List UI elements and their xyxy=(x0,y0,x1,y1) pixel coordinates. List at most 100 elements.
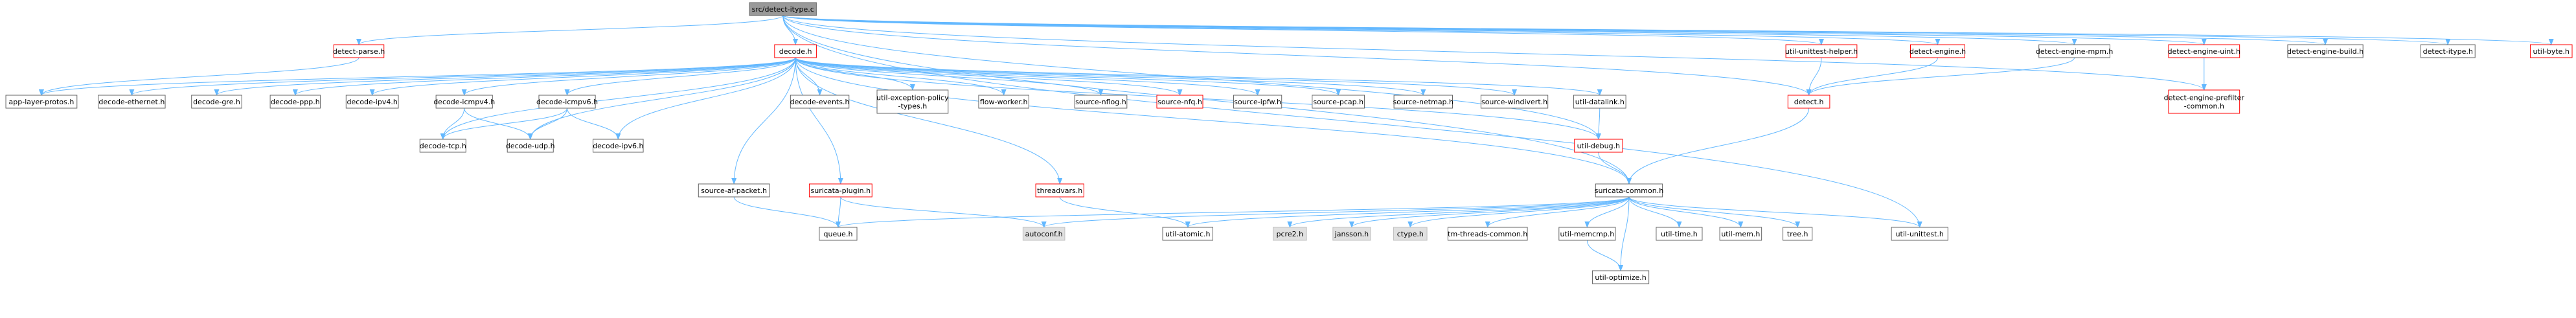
edge-suricata_plugin-to-queue xyxy=(835,196,841,228)
node-suricata-plugin[interactable]: suricata-plugin.h xyxy=(808,183,872,198)
node-label: suricata-plugin.h xyxy=(811,187,871,195)
node-source-windivert[interactable]: source-windivert.h xyxy=(1480,95,1549,109)
node-threadvars[interactable]: threadvars.h xyxy=(1035,183,1084,198)
edge-unittest_helper-to-detect_h xyxy=(1806,57,1822,96)
node-source-nflog[interactable]: source-nflog.h xyxy=(1074,95,1128,109)
node-box xyxy=(269,95,321,109)
edge-decode-to-source_netmap xyxy=(795,57,1426,96)
edge-suricata_common-to-ctype xyxy=(1408,196,1630,228)
node-util-atomic[interactable]: util-atomic.h xyxy=(1162,227,1214,241)
edge-decode-to-suricata_common xyxy=(795,57,1632,185)
node-detect-engine-uint[interactable]: detect-engine-uint.h xyxy=(2168,44,2240,58)
node-box xyxy=(2168,89,2240,114)
edge-util_datalink-to-util_debug xyxy=(1595,108,1601,140)
node-source-ipfw[interactable]: source-ipfw.h xyxy=(1233,95,1282,109)
node-box xyxy=(2529,44,2573,58)
node-decode-icmpv4[interactable]: decode-icmpv4.h xyxy=(433,95,495,109)
node-box xyxy=(2038,44,2111,58)
edge-root-to-decode xyxy=(782,15,799,45)
node-label: detect-engine-prefilter-common.h xyxy=(2164,94,2245,111)
node-box xyxy=(98,95,166,109)
node-detect-h[interactable]: detect.h xyxy=(1787,95,1830,109)
node-flow-worker[interactable]: flow-worker.h xyxy=(978,95,1029,109)
node-label: source-nfq.h xyxy=(1157,98,1202,106)
node-queue[interactable]: queue.h xyxy=(819,227,858,241)
edge-detect_engine_mpm-to-detect_h xyxy=(1806,57,2075,96)
node-tree[interactable]: tree.h xyxy=(1783,227,1813,241)
node-util-exception-policy[interactable]: util-exception-policy-types.h xyxy=(876,89,949,114)
node-source-pcap[interactable]: source-pcap.h xyxy=(1312,95,1365,109)
edge-decode_icmpv6-to-decode_udp xyxy=(527,108,568,140)
node-box xyxy=(2287,44,2364,58)
node-box xyxy=(2168,44,2240,58)
node-util-datalink[interactable]: util-datalink.h xyxy=(1573,95,1626,109)
edge-decode-to-decode_ipv6 xyxy=(615,57,796,140)
node-decode-events[interactable]: decode-events.h xyxy=(790,95,850,109)
node-label: tm-threads-common.h xyxy=(1448,230,1527,238)
node-label: autoconf.h xyxy=(1025,230,1063,238)
node-box xyxy=(774,44,817,58)
edge-suricata_common-to-util_memcmp xyxy=(1584,196,1630,228)
node-box xyxy=(1393,227,1428,241)
node-util-memcmp[interactable]: util-memcmp.h xyxy=(1558,227,1616,241)
node-label: decode-ipv4.h xyxy=(347,98,398,106)
node-box xyxy=(1035,183,1084,198)
node-util-optimize[interactable]: util-optimize.h xyxy=(1591,270,1650,284)
node-app-layer-protos[interactable]: app-layer-protos.h xyxy=(5,95,78,109)
node-box xyxy=(819,227,858,241)
node-root[interactable]: src/detect-itype.c xyxy=(749,2,817,16)
node-detect-itype-h[interactable]: detect-itype.h xyxy=(2420,44,2476,58)
node-decode-udp[interactable]: decode-udp.h xyxy=(506,139,555,153)
nodes: src/detect-itype.c detect-parse.h decode.h… xyxy=(5,2,2573,284)
edge-decode-to-source_windivert xyxy=(795,57,1517,96)
node-ctype[interactable]: ctype.h xyxy=(1393,227,1428,241)
edges xyxy=(39,15,2553,271)
node-decode-icmpv6[interactable]: decode-icmpv6.h xyxy=(536,95,598,109)
node-decode[interactable]: decode.h xyxy=(774,44,817,58)
node-box xyxy=(1272,227,1307,241)
edge-root-to-detect_engine_uint xyxy=(782,15,2206,45)
node-label: decode-ipv6.h xyxy=(593,142,643,150)
node-util-byte[interactable]: util-byte.h xyxy=(2529,44,2573,58)
node-detect-parse[interactable]: detect-parse.h xyxy=(333,44,385,58)
node-jansson[interactable]: jansson.h xyxy=(1332,227,1371,241)
node-label: detect-engine-uint.h xyxy=(2168,47,2240,56)
node-tm-threads-common[interactable]: tm-threads-common.h xyxy=(1447,227,1528,241)
node-box xyxy=(1595,183,1663,198)
edge-decode-to-decode_ipv4 xyxy=(369,57,796,96)
node-box xyxy=(1156,95,1203,109)
node-label: detect-engine.h xyxy=(1909,47,1966,56)
node-util-debug[interactable]: util-debug.h xyxy=(1574,139,1623,153)
edge-root-to-unittest_helper xyxy=(782,15,1824,45)
node-decode-ipv4[interactable]: decode-ipv4.h xyxy=(345,95,399,109)
node-util-mem[interactable]: util-mem.h xyxy=(1719,227,1762,241)
node-suricata-common[interactable]: suricata-common.h xyxy=(1595,183,1663,198)
node-source-nfq[interactable]: source-nfq.h xyxy=(1156,95,1203,109)
node-label: queue.h xyxy=(823,230,852,238)
node-decode-tcp[interactable]: decode-tcp.h xyxy=(419,139,466,153)
node-detect-engine-mpm[interactable]: detect-engine-mpm.h xyxy=(2036,44,2114,58)
node-decode-gre[interactable]: decode-gre.h xyxy=(191,95,242,109)
node-detect-engine-build[interactable]: detect-engine-build.h xyxy=(2287,44,2364,58)
node-util-unittest[interactable]: util-unittest.h xyxy=(1891,227,1948,241)
edge-decode-to-threadvars xyxy=(795,57,1063,185)
node-box xyxy=(435,95,493,109)
node-detect-engine-prefilter[interactable]: detect-engine-prefilter-common.h xyxy=(2164,89,2245,114)
node-box xyxy=(333,44,385,58)
node-box xyxy=(419,139,466,153)
node-source-af-packet[interactable]: source-af-packet.h xyxy=(698,183,770,198)
edge-detect_engine-to-detect_h xyxy=(1806,57,1938,96)
node-decode-ppp[interactable]: decode-ppp.h xyxy=(269,95,321,109)
edge-source_af_packet-to-queue xyxy=(733,196,841,228)
node-source-netmap[interactable]: source-netmap.h xyxy=(1393,95,1453,109)
node-util-time[interactable]: util-time.h xyxy=(1656,227,1703,241)
node-decode-ipv6[interactable]: decode-ipv6.h xyxy=(593,139,644,153)
node-detect-engine[interactable]: detect-engine.h xyxy=(1909,44,1966,58)
node-unittest-helper[interactable]: util-unittest-helper.h xyxy=(1785,44,1858,58)
node-pcre2[interactable]: pcre2.h xyxy=(1272,227,1307,241)
node-box xyxy=(1393,95,1453,109)
node-autoconf[interactable]: autoconf.h xyxy=(1022,227,1066,241)
node-label: util-atomic.h xyxy=(1165,230,1210,238)
node-decode-ethernet[interactable]: decode-ethernet.h xyxy=(98,95,166,109)
node-label: pcre2.h xyxy=(1277,230,1304,238)
